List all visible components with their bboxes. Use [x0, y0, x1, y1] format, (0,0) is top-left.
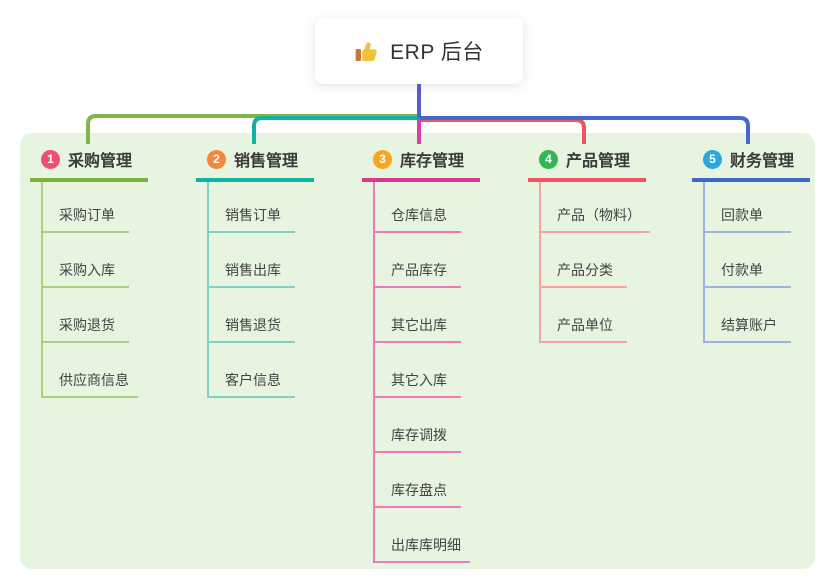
node-warehouse-info[interactable]: 仓库信息	[375, 182, 461, 233]
badge-1: 1	[41, 149, 60, 169]
branch-inventory-management: 3 库存管理 仓库信息 产品库存 其它出库 其它入库 库存调拨 库存盘点 出库库…	[362, 147, 488, 563]
node-sales-return[interactable]: 销售退货	[209, 288, 295, 343]
node-settlement-account[interactable]: 结算账户	[705, 288, 791, 343]
node-supplier-info[interactable]: 供应商信息	[43, 343, 138, 398]
node-other-outbound[interactable]: 其它出库	[375, 288, 461, 343]
node-purchase-order[interactable]: 采购订单	[43, 182, 129, 233]
branch-purchase-header[interactable]: 1 采购管理	[30, 147, 148, 182]
branch-product-children: 产品（物料） 产品分类 产品单位	[539, 182, 654, 343]
node-product-stock[interactable]: 产品库存	[375, 233, 461, 288]
branch-sales-title: 销售管理	[234, 153, 299, 170]
branch-finance-title: 财务管理	[730, 153, 795, 170]
badge-5: 5	[703, 149, 722, 169]
node-sales-outbound[interactable]: 销售出库	[209, 233, 295, 288]
node-product-unit[interactable]: 产品单位	[541, 288, 627, 343]
node-inout-stock-detail[interactable]: 出库库明细	[375, 508, 470, 563]
root-node-erp[interactable]: ERP 后台	[315, 18, 523, 84]
branch-purchase-management: 1 采购管理 采购订单 采购入库 采购退货 供应商信息	[30, 147, 156, 398]
branch-sales-children: 销售订单 销售出库 销售退货 客户信息	[207, 182, 322, 398]
node-product-material[interactable]: 产品（物料）	[541, 182, 650, 233]
node-receipt-doc[interactable]: 回款单	[705, 182, 791, 233]
node-other-inbound[interactable]: 其它入库	[375, 343, 461, 398]
node-stock-count[interactable]: 库存盘点	[375, 453, 461, 508]
branches-background-panel	[20, 133, 815, 569]
node-product-category[interactable]: 产品分类	[541, 233, 627, 288]
node-sales-order[interactable]: 销售订单	[209, 182, 295, 233]
badge-3: 3	[373, 149, 392, 169]
node-purchase-inbound[interactable]: 采购入库	[43, 233, 129, 288]
branch-inventory-header[interactable]: 3 库存管理	[362, 147, 480, 182]
branch-purchase-children: 采购订单 采购入库 采购退货 供应商信息	[41, 182, 156, 398]
branch-purchase-title: 采购管理	[68, 153, 133, 170]
node-purchase-return[interactable]: 采购退货	[43, 288, 129, 343]
branch-sales-header[interactable]: 2 销售管理	[196, 147, 314, 182]
branch-inventory-title: 库存管理	[400, 153, 465, 170]
node-stock-transfer[interactable]: 库存调拨	[375, 398, 461, 453]
badge-2: 2	[207, 149, 226, 169]
branch-finance-management: 5 财务管理 回款单 付款单 结算账户	[692, 147, 818, 343]
branch-finance-header[interactable]: 5 财务管理	[692, 147, 810, 182]
badge-4: 4	[539, 149, 558, 169]
branch-product-management: 4 产品管理 产品（物料） 产品分类 产品单位	[528, 147, 654, 343]
branch-inventory-children: 仓库信息 产品库存 其它出库 其它入库 库存调拨 库存盘点 出库库明细	[373, 182, 488, 563]
root-node-label: ERP 后台	[390, 41, 484, 64]
thumbs-up-icon	[355, 42, 378, 61]
node-payment-doc[interactable]: 付款单	[705, 233, 791, 288]
branch-sales-management: 2 销售管理 销售订单 销售出库 销售退货 客户信息	[196, 147, 322, 398]
node-customer-info[interactable]: 客户信息	[209, 343, 295, 398]
branch-product-title: 产品管理	[566, 153, 631, 170]
branch-finance-children: 回款单 付款单 结算账户	[703, 182, 818, 343]
branch-product-header[interactable]: 4 产品管理	[528, 147, 646, 182]
